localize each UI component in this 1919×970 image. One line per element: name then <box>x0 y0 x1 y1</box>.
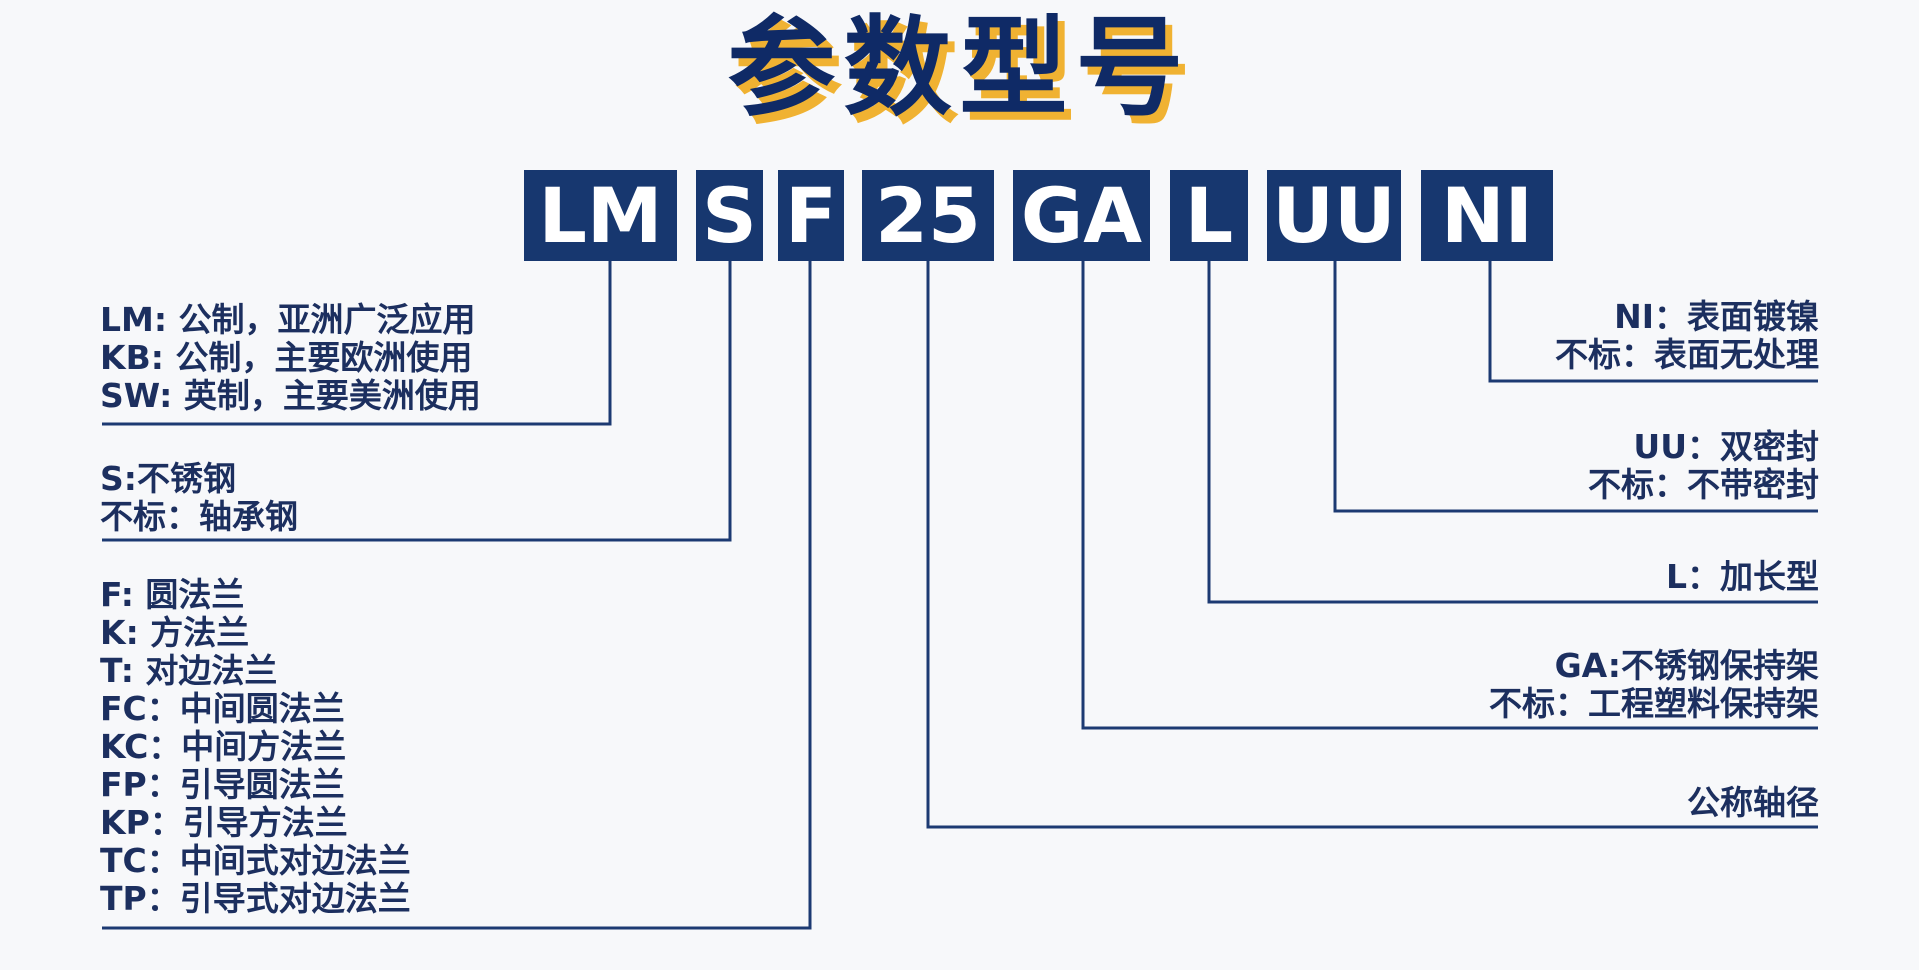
code-segment-25: 25 <box>862 170 994 261</box>
ni-description: NI：表面镀镍 不标：表面无处理 <box>1555 298 1819 374</box>
flange-description: F: 圆法兰 K: 方法兰 T: 对边法兰 FC：中间圆法兰 KC：中间方法兰 … <box>100 576 411 918</box>
uu-default-line: 不标：不带密封 <box>1588 465 1819 504</box>
ga-line: GA:不锈钢保持架 <box>1554 646 1819 685</box>
flange-kc-line: KC：中间方法兰 <box>100 727 347 766</box>
code-segment-uu: UU <box>1267 170 1401 261</box>
flange-kp-line: KP：引导方法兰 <box>100 803 348 842</box>
kb-line: KB: 公制，主要欧洲使用 <box>100 338 473 377</box>
code-segment-l: L <box>1170 170 1248 261</box>
page-title: 参数型号 <box>727 6 1192 131</box>
connector-lm <box>102 261 612 426</box>
code-segment-s: S <box>696 170 763 261</box>
code-segment-ni: NI <box>1421 170 1553 261</box>
nominal-diameter-line: 公称轴径 <box>1687 783 1819 822</box>
flange-fp-line: FP：引导圆法兰 <box>100 765 345 804</box>
nominal-diameter-description: 公称轴径 <box>1687 784 1819 822</box>
lm-line: LM: 公制，亚洲广泛应用 <box>100 300 476 339</box>
connector-ga <box>1081 261 1818 730</box>
ni-line: NI：表面镀镍 <box>1614 297 1819 336</box>
ga-description: GA:不锈钢保持架 不标：工程塑料保持架 <box>1489 647 1819 723</box>
ni-default-line: 不标：表面无处理 <box>1555 335 1819 374</box>
connector-ni <box>1488 261 1818 383</box>
flange-fc-line: FC：中间圆法兰 <box>100 689 345 728</box>
code-segment-f: F <box>778 170 844 261</box>
l-description: L：加长型 <box>1666 558 1819 596</box>
code-segment-lm: LM <box>524 170 677 261</box>
lm-description: LM: 公制，亚洲广泛应用 KB: 公制，主要欧洲使用 SW: 英制，主要美洲使… <box>100 301 481 415</box>
s-line: S:不锈钢 <box>100 459 236 498</box>
code-segment-ga: GA <box>1013 170 1150 261</box>
connector-25 <box>926 261 1818 829</box>
sw-line: SW: 英制，主要美洲使用 <box>100 376 481 415</box>
connector-s <box>102 261 732 542</box>
flange-k-line: K: 方法兰 <box>100 613 250 652</box>
connector-f <box>102 261 812 930</box>
flange-tp-line: TP：引导式对边法兰 <box>100 879 411 918</box>
uu-line: UU：双密封 <box>1633 427 1819 466</box>
connector-uu <box>1333 261 1818 513</box>
flange-t-line: T: 对边法兰 <box>100 651 278 690</box>
s-description: S:不锈钢 不标：轴承钢 <box>100 460 298 536</box>
connector-l <box>1207 261 1818 604</box>
flange-tc-line: TC：中间式对边法兰 <box>100 841 411 880</box>
l-line: L：加长型 <box>1665 557 1819 596</box>
s-default-line: 不标：轴承钢 <box>100 497 298 536</box>
uu-description: UU：双密封 不标：不带密封 <box>1588 428 1819 504</box>
ga-default-line: 不标：工程塑料保持架 <box>1489 684 1819 723</box>
flange-f-line: F: 圆法兰 <box>100 575 245 614</box>
